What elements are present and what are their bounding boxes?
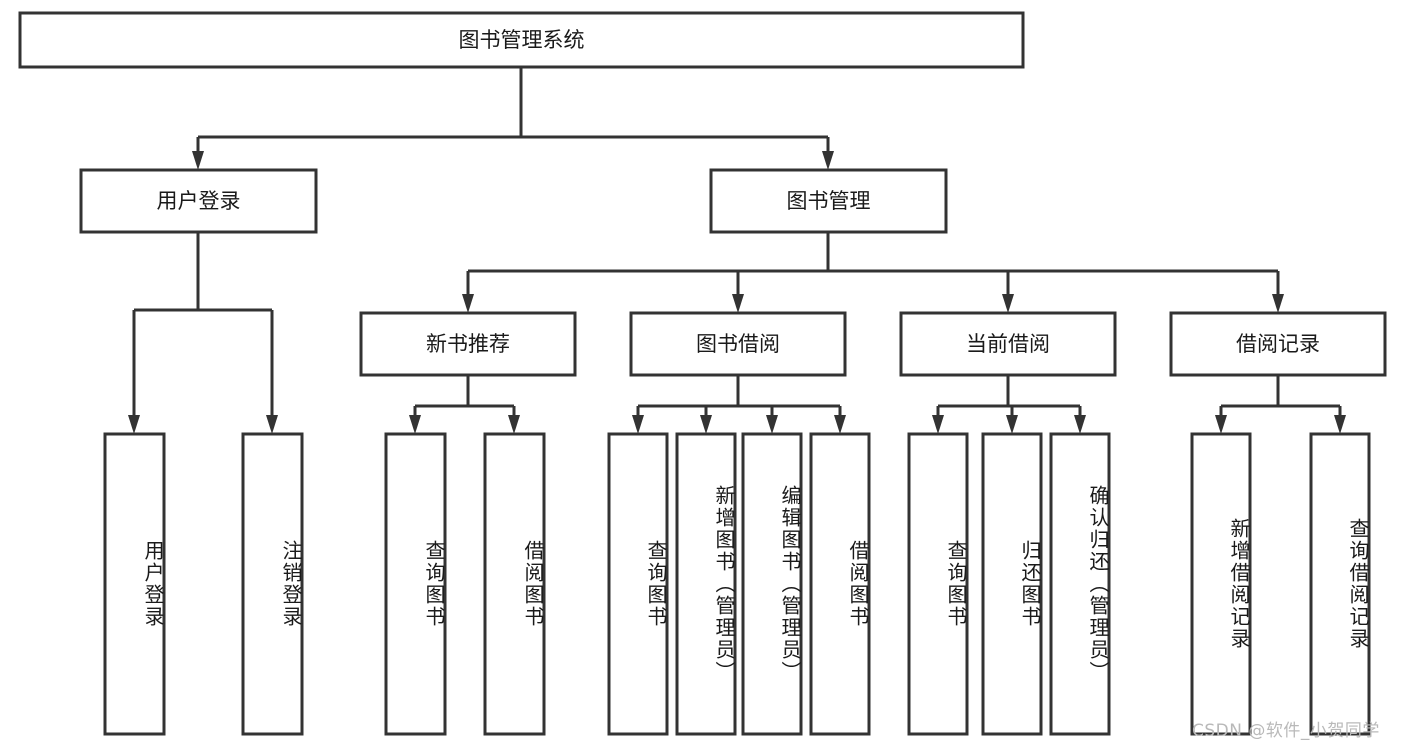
connector-root-to-level2 [192, 67, 834, 170]
node-root[interactable]: 图书管理系统 [18, 11, 1025, 69]
node-label-borrow-record: 借阅记录 [1236, 332, 1320, 356]
node-label-current-borrow: 当前借阅 [966, 332, 1050, 356]
node-box-leaf-user-login[interactable] [103, 432, 166, 736]
node-label-book-borrow: 图书借阅 [696, 332, 780, 356]
node-box-leaf-query-book-borrow[interactable] [607, 432, 669, 736]
node-label-root: 图书管理系统 [459, 28, 585, 52]
node-box-book-borrow [629, 311, 847, 377]
node-label-user-login: 用户登录 [157, 189, 241, 213]
connector-record-to-leaves [1215, 375, 1346, 434]
node-box-borrow-record [1169, 311, 1387, 377]
node-book-borrow[interactable]: 图书借阅 [629, 311, 847, 377]
node-box-user-login [79, 168, 318, 234]
node-box-leaf-return-book[interactable] [981, 432, 1043, 736]
connector-current-to-leaves [932, 375, 1086, 434]
node-borrow-record[interactable]: 借阅记录 [1169, 311, 1387, 377]
node-box-root [18, 11, 1025, 69]
node-box-leaf-logout[interactable] [241, 432, 304, 736]
node-box-leaf-edit-book[interactable] [741, 432, 803, 736]
node-box-leaf-add-record[interactable] [1190, 432, 1252, 736]
node-box-leaf-add-book[interactable] [675, 432, 737, 736]
node-label-new-book-recommend: 新书推荐 [426, 332, 510, 356]
node-box-leaf-borrow-book[interactable] [809, 432, 871, 736]
node-user-login[interactable]: 用户登录 [79, 168, 318, 234]
node-current-borrow[interactable]: 当前借阅 [899, 311, 1117, 377]
csdn-watermark: CSDN @软件_小贺同学 [1192, 721, 1380, 741]
node-box-leaf-query-book-cur[interactable] [907, 432, 969, 736]
node-label-book-manage: 图书管理 [787, 189, 871, 213]
node-book-manage[interactable]: 图书管理 [709, 168, 948, 234]
node-box-leaf-confirm-return[interactable] [1049, 432, 1111, 736]
node-box-leaf-query-record[interactable] [1309, 432, 1371, 736]
node-box-new-book-recommend [359, 311, 577, 377]
connector-layer [128, 67, 1346, 434]
node-box-leaf-borrow-book-rec[interactable] [483, 432, 546, 736]
connector-level2-to-level3 [462, 232, 1284, 313]
connector-rec-to-leaves [409, 375, 520, 434]
node-new-book-recommend[interactable]: 新书推荐 [359, 311, 577, 377]
node-box-leaf-query-book-rec[interactable] [384, 432, 447, 736]
connector-borrow-to-leaves [632, 375, 846, 434]
node-box-current-borrow [899, 311, 1117, 377]
node-box-book-manage [709, 168, 948, 234]
connector-user-login-to-leaves [128, 232, 278, 434]
